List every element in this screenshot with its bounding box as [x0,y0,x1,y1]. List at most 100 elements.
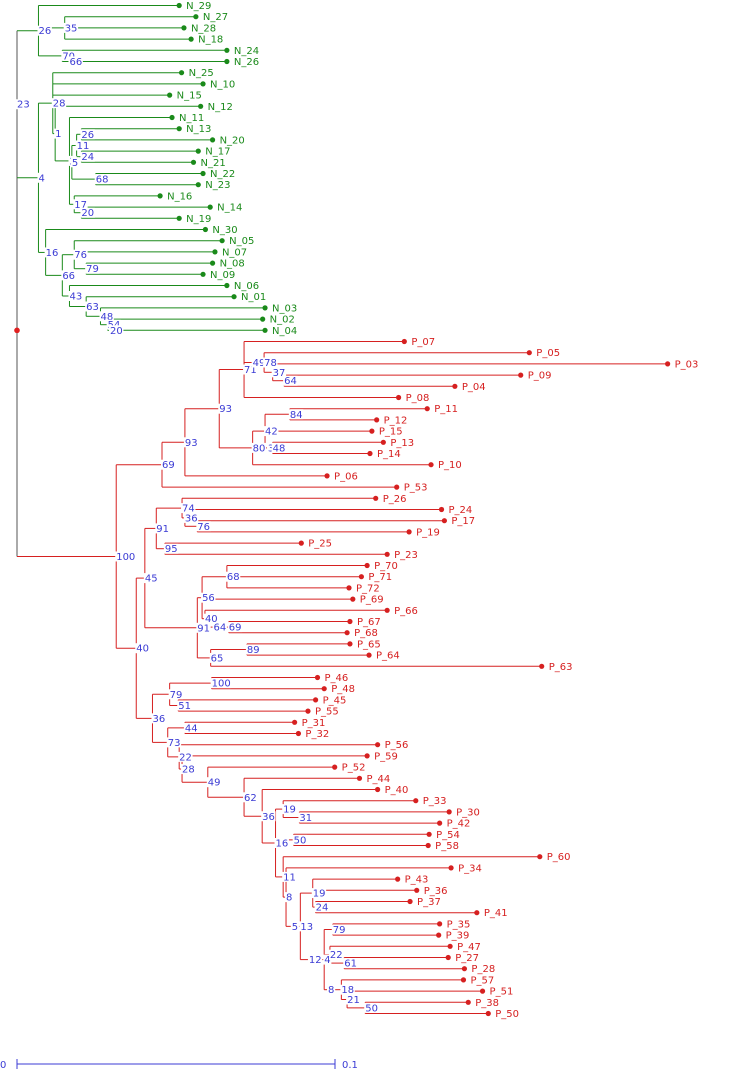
leaf-label: P_46 [325,673,349,684]
support-value: 80 [253,443,266,454]
support-label-bg [178,751,193,762]
leaf-label: N_28 [191,23,216,34]
leaf-label: P_45 [323,695,347,706]
support-label-bg [243,364,258,375]
support-value: 42 [265,427,278,438]
leaf-node-dot [424,406,430,412]
support-value: 5 [72,158,78,169]
support-label-bg [166,737,182,748]
support-value: 20 [110,326,123,337]
leaf-label: P_48 [331,684,355,695]
leaf-label: P_57 [470,975,494,986]
support-label-bg [285,892,294,903]
leaf-node-dot [195,148,201,154]
support-label-bg [210,678,232,689]
leaf-node-dot [260,316,266,322]
support-value: 64 [284,376,297,387]
leaf-node-dot [262,327,268,333]
leaf-node-dot [375,786,381,793]
support-label-bg [61,50,76,61]
support-value: 12 [309,955,322,966]
support-value: 8 [286,893,292,904]
leaf-label: N_23 [205,180,230,191]
leaf-node-dot [369,428,375,434]
leaf-label: N_12 [208,102,233,113]
leaf-node-dot [202,226,209,233]
leaf-node-dot [314,674,321,681]
leaf-node-dot [167,92,173,98]
support-label-bg [288,409,304,420]
leaf-label: P_11 [434,404,458,415]
leaf-node-dot [178,70,185,76]
support-label-bg [85,263,100,274]
support-value: 26 [38,26,51,37]
support-value: 56 [202,593,215,604]
leaf-label: N_13 [186,124,211,135]
leaf-label: N_30 [212,225,237,236]
scale-bar: 0 0.1 [0,1059,358,1071]
support-label-bg [203,613,219,624]
support-label-bg [343,958,358,969]
support-value: 28 [53,99,66,110]
support-label-bg [340,984,355,995]
leaf-label: N_11 [179,113,204,124]
support-value: 40 [136,644,149,655]
leaf-label: P_26 [383,494,407,505]
support-label-bg [274,838,289,849]
leaf-node-dot [537,854,543,860]
support-label-bg [282,804,297,815]
leaf-node-dot [395,876,401,882]
leaf-label: P_43 [405,875,429,886]
leaf-node-dot [438,506,445,513]
leaf-label: N_06 [234,281,259,292]
support-value: 16 [276,839,289,850]
leaf-label: P_36 [424,886,448,897]
leaf-node-dot [396,394,402,401]
support-label-bg [264,426,279,437]
leaf-node-dot [224,58,230,65]
support-value: 62 [244,793,257,804]
support-value: 68 [96,175,109,186]
leaf-label: N_22 [210,169,235,180]
support-label-bg [243,792,258,803]
support-label-bg [328,949,344,960]
support-label-bg [80,151,95,162]
leaf-node-dot [445,954,451,961]
leaf-node-dot [460,977,467,983]
support-label-bg [364,1002,379,1013]
support-value: 74 [182,504,195,515]
support-label-bg [70,157,80,168]
leaf-node-dot [200,271,206,277]
root-node [14,327,20,334]
support-label-bg [135,643,150,654]
support-value: 95 [165,544,178,555]
leaf-label: N_17 [205,147,230,158]
leaf-label: N_19 [186,214,211,225]
leaf-node-dot [209,137,216,143]
leaf-node-dot [157,193,163,199]
leaf-node-dot [344,630,350,636]
leaf-label: P_28 [471,964,495,975]
support-label-bg [37,172,46,183]
support-label-bg [245,644,261,655]
support-value: 79 [86,264,99,275]
support-value: 36 [262,812,275,823]
leaf-label: P_50 [495,1009,519,1020]
support-value: 13 [300,922,313,933]
support-label-bg [63,22,79,33]
leaf-node-dot [364,753,370,759]
support-value: 79 [333,925,346,936]
leaf-node-dot [448,865,454,871]
support-label-bg [68,56,83,67]
leaf-label: P_17 [451,516,475,527]
support-value: 65 [211,653,224,664]
support-label-bg [196,521,211,532]
leaf-label: P_44 [366,774,390,785]
support-label-bg [282,871,297,882]
support-value: 91 [156,524,169,535]
leaf-node-dot [209,260,216,266]
leaf-node-dot [447,943,453,949]
support-label-bg [68,291,83,301]
support-label-bg [181,503,196,514]
leaf-node-dot [292,719,298,725]
